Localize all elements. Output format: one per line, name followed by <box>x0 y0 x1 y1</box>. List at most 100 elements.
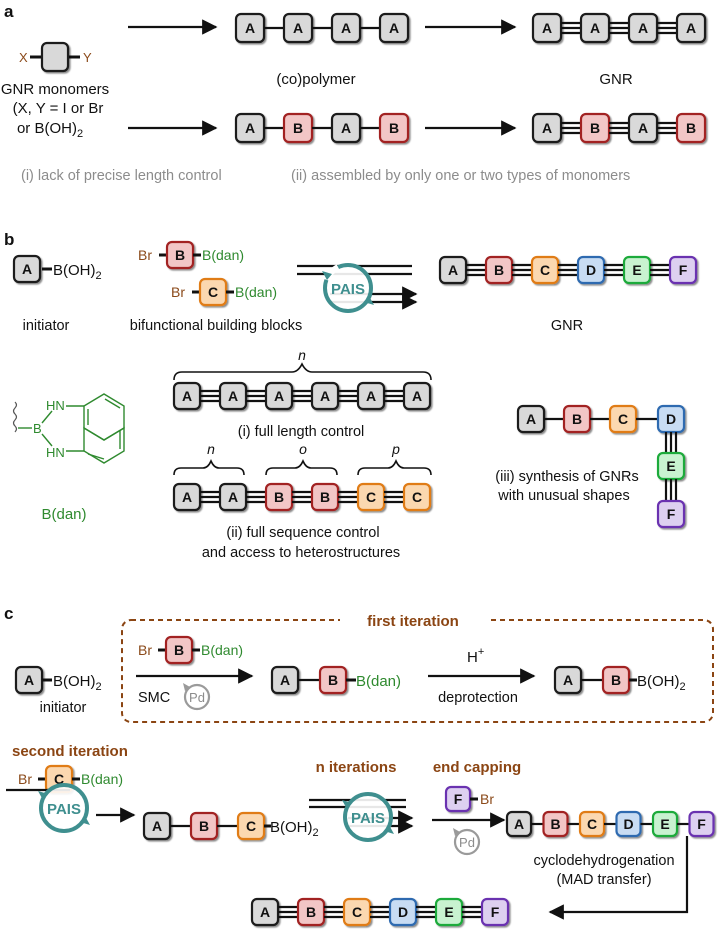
block-letter: A <box>526 411 536 427</box>
block-letter: A <box>228 388 238 404</box>
block-a: A <box>402 381 432 411</box>
second-iteration-label: second iteration <box>12 743 128 760</box>
svg-text:Pd: Pd <box>459 835 475 850</box>
block-c: C <box>608 404 638 434</box>
monomer-block <box>40 41 70 73</box>
block-letter: C <box>412 489 422 505</box>
bdan-hn-bottom: HN <box>46 445 65 460</box>
first-iteration-box <box>121 619 714 723</box>
pais-cycle-icon-3: PAIS <box>342 792 394 842</box>
block-b: B <box>296 897 326 927</box>
block-letter: A <box>293 20 303 36</box>
block-letter: C <box>587 816 597 832</box>
block-e: E <box>656 451 686 481</box>
panel-a: a X Y GNR monomers (X, Y = I or Br or B(… <box>1 2 707 184</box>
deprotection-label: deprotection <box>438 690 518 706</box>
block-c: C <box>402 482 432 512</box>
block-a: A <box>14 665 44 695</box>
block-a: A <box>270 665 300 695</box>
block-a: A <box>172 381 202 411</box>
bdan-label: B(dan) <box>41 506 86 523</box>
note-a-i: (i) lack of precise length control <box>21 168 222 184</box>
arrow-cyclodehydrogenation <box>548 836 689 920</box>
block-d: D <box>576 255 606 285</box>
block-a: A <box>310 381 340 411</box>
note-b-iii-2: with unusual shapes <box>497 488 629 504</box>
block-a: A <box>531 112 563 144</box>
block-b: B <box>310 482 340 512</box>
block-letter: A <box>280 672 290 688</box>
block-c: C <box>198 277 228 307</box>
block-b: B <box>378 112 410 144</box>
block-letter: A <box>152 818 162 834</box>
block-letter: A <box>686 20 696 36</box>
block-a: A <box>218 381 248 411</box>
block-a: A <box>172 482 202 512</box>
cdh-line2: (MAD transfer) <box>556 872 651 888</box>
initiator-group: B(OH)2 <box>53 262 102 282</box>
h-plus: H+ <box>467 646 484 666</box>
bdan-group: B(dan) <box>235 284 277 300</box>
initiator-block: A <box>12 254 42 284</box>
product2-group: B(OH)2 <box>270 819 319 839</box>
block-f: F <box>688 810 715 838</box>
block-letter: A <box>182 489 192 505</box>
block-letter: A <box>366 388 376 404</box>
svg-text:o: o <box>299 441 307 457</box>
intermediate-group: B(dan) <box>356 673 401 690</box>
block-letter: D <box>398 904 408 920</box>
block-letter: B <box>293 120 303 136</box>
monomer-x: X <box>19 50 28 65</box>
block-a: A <box>282 12 314 44</box>
block-letter: A <box>389 20 399 36</box>
block-letter: C <box>352 904 362 920</box>
cdh-line1: cyclodehydrogenation <box>533 853 674 869</box>
bdan-hn-top: HN <box>46 398 65 413</box>
block-a: A <box>438 255 468 285</box>
brace-p-seq: p <box>357 441 432 476</box>
block-letter: A <box>260 904 270 920</box>
block-letter: A <box>341 20 351 36</box>
block-letter: C <box>540 262 550 278</box>
block-letter: B <box>572 411 582 427</box>
monomers-line1: GNR monomers <box>1 81 109 98</box>
block-letter: A <box>245 20 255 36</box>
initiator-label: initiator <box>23 318 70 334</box>
block-b: B <box>675 112 707 144</box>
block-letter: A <box>274 388 284 404</box>
end-capping-label: end capping <box>433 759 521 776</box>
block-d: D <box>615 810 642 838</box>
bdan-group: B(dan) <box>81 771 123 787</box>
block-b: B <box>264 482 294 512</box>
block-letter: A <box>182 388 192 404</box>
block-a: A <box>553 665 583 695</box>
block-a: A <box>218 482 248 512</box>
block-letter: C <box>54 771 64 787</box>
block-d: D <box>656 404 686 434</box>
block-a: A <box>516 404 546 434</box>
block-f: F <box>656 499 686 529</box>
block-a: A <box>234 12 266 44</box>
block-e: E <box>622 255 652 285</box>
block-letter: B <box>550 816 560 832</box>
block-letter: A <box>638 20 648 36</box>
block-b: B <box>601 665 631 695</box>
panel-a-label: a <box>4 2 14 21</box>
block-e: E <box>434 897 464 927</box>
bdan-group: B(dan) <box>202 247 244 263</box>
block-letter: A <box>590 20 600 36</box>
block-a: A <box>505 810 533 838</box>
svg-text:p: p <box>391 441 400 457</box>
block-letter: A <box>228 489 238 505</box>
block-letter: C <box>618 411 628 427</box>
block-c: C <box>342 897 372 927</box>
block-a: A <box>142 811 172 841</box>
